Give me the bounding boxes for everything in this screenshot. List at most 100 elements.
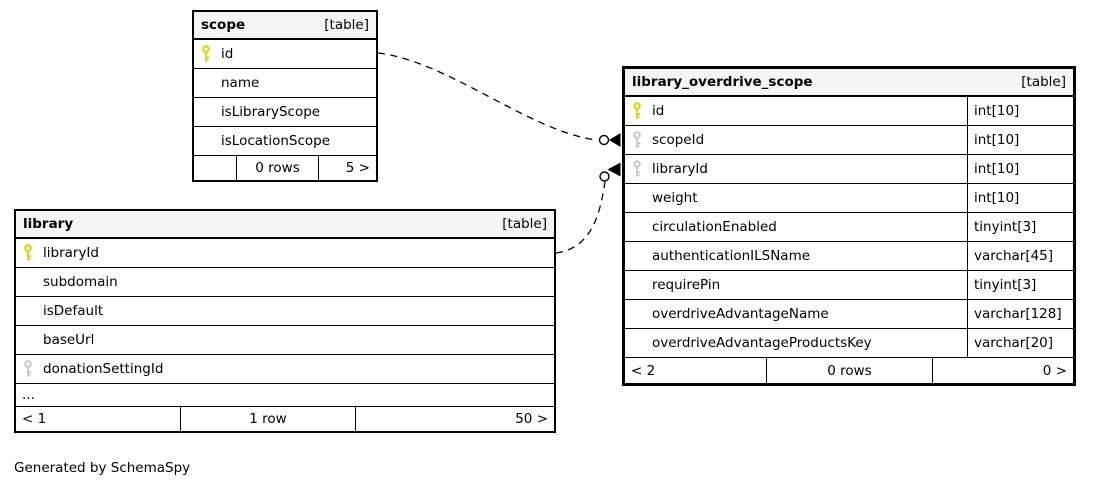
column-name: name — [221, 75, 260, 91]
column-row-requirePin: requirePin tinyint[3] — [625, 271, 1073, 300]
table-header[interactable]: library [table] — [16, 211, 554, 239]
table-node-library[interactable]: library [table] libraryId subdomain isDefa… — [14, 209, 556, 433]
column-name-cell: overdriveAdvantageName — [625, 300, 967, 328]
column-name: baseUrl — [43, 332, 95, 348]
column-name-cell: overdriveAdvantageProductsKey — [625, 329, 967, 357]
column-name-cell: isLocationScope — [194, 127, 376, 155]
table-name: scope — [201, 17, 246, 33]
column-row-baseUrl: baseUrl — [16, 326, 554, 355]
column-list: id name isLibraryScope isLocationScope — [194, 40, 376, 156]
column-name-cell: libraryId — [16, 239, 554, 267]
column-row-scopeId: scopeId int[10] — [625, 126, 1073, 155]
column-type: int[10] — [967, 97, 1073, 125]
column-name: isLibraryScope — [221, 104, 321, 120]
foreign-key-icon — [23, 360, 34, 378]
column-type: varchar[128] — [967, 300, 1073, 328]
column-row-authenticationILSName: authenticationILSName varchar[45] — [625, 242, 1073, 271]
table-name: library — [23, 216, 74, 232]
footer-row-count: 0 rows — [766, 358, 932, 383]
table-tag: [table] — [1021, 74, 1066, 90]
column-row-name: name — [194, 69, 376, 98]
column-name-cell: isLibraryScope — [194, 98, 376, 126]
foreign-key-icon — [632, 160, 643, 178]
footer-next: 50 > — [355, 407, 554, 431]
column-name: requirePin — [652, 277, 721, 293]
table-node-library-overdrive-scope[interactable]: library_overdrive_scope [table] id int[10… — [622, 66, 1076, 386]
column-name-cell: libraryId — [625, 155, 967, 183]
relationship-library-libraryId-to-libraryId — [555, 162, 621, 254]
column-name: id — [652, 103, 665, 119]
column-name: libraryId — [652, 161, 708, 177]
footer-next: 0 > — [932, 358, 1073, 383]
table-node-scope[interactable]: scope [table] id name isLibraryScope isLoca… — [192, 10, 378, 182]
column-name-cell: isDefault — [16, 297, 554, 325]
column-name: id — [221, 46, 234, 62]
table-tag: [table] — [502, 216, 547, 232]
table-name: library_overdrive_scope — [632, 74, 813, 90]
column-name: weight — [652, 190, 698, 206]
column-name-cell: requirePin — [625, 271, 967, 299]
footer-next: 5 > — [318, 156, 376, 180]
column-name-cell: scopeId — [625, 126, 967, 154]
column-name: authenticationILSName — [652, 248, 811, 264]
column-type: int[10] — [967, 126, 1073, 154]
primary-key-icon — [201, 45, 212, 63]
column-type: varchar[45] — [967, 242, 1073, 270]
column-name: subdomain — [43, 274, 118, 290]
column-type: int[10] — [967, 184, 1073, 212]
column-name: circulationEnabled — [652, 219, 777, 235]
column-name: isDefault — [43, 303, 104, 319]
column-name: scopeId — [652, 132, 705, 148]
column-name: donationSettingId — [43, 361, 164, 377]
column-row-overdriveAdvantageProductsKey: overdriveAdvantageProductsKey varchar[20] — [625, 329, 1073, 358]
column-row-subdomain: subdomain — [16, 268, 554, 297]
footer-prev: < 1 — [22, 411, 47, 427]
column-name: isLocationScope — [221, 133, 331, 149]
column-row-weight: weight int[10] — [625, 184, 1073, 213]
table-footer: < 2 0 rows 0 > — [625, 358, 1073, 383]
primary-key-icon — [632, 102, 643, 120]
column-name: overdriveAdvantageProductsKey — [652, 335, 872, 351]
column-type: int[10] — [967, 155, 1073, 183]
table-footer: 0 rows 5 > — [194, 156, 376, 180]
column-row-donationSettingId: donationSettingId — [16, 355, 554, 384]
foreign-key-icon — [632, 131, 643, 149]
column-name-cell: donationSettingId — [16, 355, 554, 383]
column-name: overdriveAdvantageName — [652, 306, 829, 322]
column-name-cell: circulationEnabled — [625, 213, 967, 241]
generated-by-note: Generated by SchemaSpy — [14, 460, 191, 476]
footer-row-count: 1 row — [180, 407, 355, 431]
column-row-circulationEnabled: circulationEnabled tinyint[3] — [625, 213, 1073, 242]
table-header[interactable]: scope [table] — [194, 12, 376, 40]
column-name-cell: weight — [625, 184, 967, 212]
column-row-id: id — [194, 40, 376, 69]
column-type: tinyint[3] — [967, 271, 1073, 299]
column-name-cell: subdomain — [16, 268, 554, 296]
footer-prev: < 2 — [631, 362, 656, 379]
column-row-libraryId: libraryId — [16, 239, 554, 268]
relationship-scope-id-to-scopeId — [377, 52, 621, 147]
primary-key-icon — [23, 244, 34, 262]
column-row-libraryId: libraryId int[10] — [625, 155, 1073, 184]
column-row-isLocationScope: isLocationScope — [194, 127, 376, 156]
column-name: libraryId — [43, 245, 99, 261]
table-tag: [table] — [324, 17, 369, 33]
column-row-isDefault: isDefault — [16, 297, 554, 326]
column-row-overdriveAdvantageName: overdriveAdvantageName varchar[128] — [625, 300, 1073, 329]
column-type: tinyint[3] — [967, 213, 1073, 241]
column-row-isLibraryScope: isLibraryScope — [194, 98, 376, 127]
footer-row-count: 0 rows — [236, 156, 318, 180]
table-header[interactable]: library_overdrive_scope [table] — [625, 69, 1073, 97]
column-list: libraryId subdomain isDefault baseUrl donati… — [16, 239, 554, 407]
column-type: varchar[20] — [967, 329, 1073, 357]
table-footer: < 1 1 row 50 > — [16, 407, 554, 431]
column-name-cell: baseUrl — [16, 326, 554, 354]
column-name-cell: id — [625, 97, 967, 125]
column-name-cell: authenticationILSName — [625, 242, 967, 270]
column-name-cell: id — [194, 40, 376, 68]
footer-prev — [194, 156, 236, 180]
column-row-id: id int[10] — [625, 97, 1073, 126]
column-name-cell: name — [194, 69, 376, 97]
